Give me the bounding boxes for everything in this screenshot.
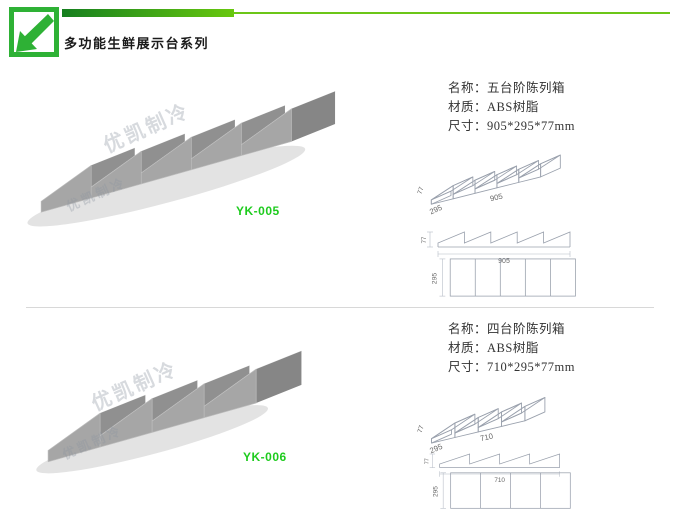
product-code-label: YK-005 xyxy=(236,204,280,218)
page-title: 多功能生鲜展示台系列 xyxy=(64,36,210,51)
spec-name: 名称：五台阶陈列箱 xyxy=(448,81,566,95)
header-accent-line xyxy=(234,12,670,14)
elevation-drawing: 710 77 xyxy=(425,453,560,484)
iso-drawing: 905 295 77 xyxy=(417,154,561,216)
dim-height: 77 xyxy=(417,424,426,433)
elevation-drawing: 905 77 xyxy=(422,231,571,265)
product-specs: 名称：五台阶陈列箱 材质：ABS树脂 尺寸：905*295*77mm xyxy=(448,79,575,136)
product-photo-2: 优凯制冷 优凯制冷 xyxy=(30,328,315,478)
product-photo-1: 优凯制冷 优凯制冷 xyxy=(22,62,352,234)
header-accent-bar xyxy=(62,9,234,17)
dim-height: 77 xyxy=(422,236,428,243)
spec-name: 名称：四台阶陈列箱 xyxy=(448,322,566,336)
product-photo-render xyxy=(36,350,302,474)
dim-depth: 295 xyxy=(433,486,440,497)
dim-length: 905 xyxy=(498,258,510,265)
section-divider xyxy=(26,307,654,308)
dim-height: 77 xyxy=(425,458,431,464)
dim-length: 710 xyxy=(479,431,494,443)
spec-material: 材质：ABS树脂 xyxy=(448,341,539,355)
spec-size: 尺寸：905*295*77mm xyxy=(448,119,575,133)
product-photo-render xyxy=(27,91,336,227)
dim-length: 905 xyxy=(489,192,504,204)
dim-height: 77 xyxy=(417,186,426,195)
dim-length: 710 xyxy=(494,477,505,484)
product-specs: 名称：四台阶陈列箱 材质：ABS树脂 尺寸：710*295*77mm xyxy=(448,320,575,377)
product-code-label: YK-006 xyxy=(243,450,287,464)
iso-drawing: 710 295 77 xyxy=(417,397,546,455)
spec-size: 尺寸：710*295*77mm xyxy=(448,360,575,374)
dim-depth: 295 xyxy=(428,203,443,216)
plan-drawing: 295 xyxy=(432,258,576,297)
spec-material: 材质：ABS树脂 xyxy=(448,100,539,114)
dim-depth: 295 xyxy=(432,273,439,285)
brand-logo-icon xyxy=(9,7,59,57)
plan-drawing: 295 xyxy=(433,472,571,509)
